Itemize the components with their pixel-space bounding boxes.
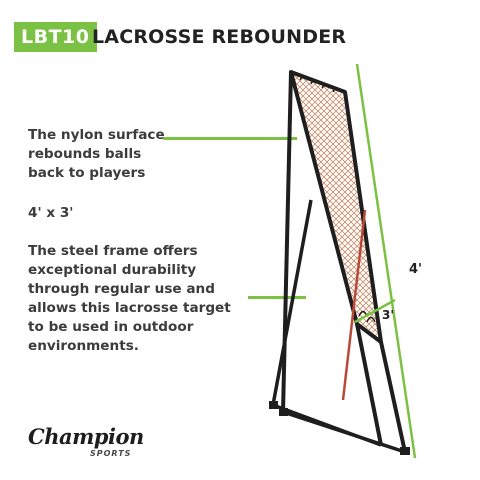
foot xyxy=(279,408,288,416)
brand-sub: SPORTS xyxy=(90,449,132,458)
front-leg-right-2 xyxy=(379,341,407,453)
brand-logo: Champion SPORTS xyxy=(28,424,148,464)
feature-frame-text: The steel frame offers exceptional durab… xyxy=(28,243,231,354)
product-title: LACROSSE REBOUNDER xyxy=(92,26,347,48)
width-dimension-label: 3' xyxy=(382,308,395,322)
front-leg-left xyxy=(281,71,293,413)
height-dimension-label: 4' xyxy=(409,262,423,277)
net-surface xyxy=(293,74,379,338)
model-badge: LBT10 xyxy=(14,22,97,52)
foot xyxy=(400,447,410,455)
dimension-line-height xyxy=(355,63,417,459)
front-leg-right xyxy=(355,323,383,446)
brand-name: Champion xyxy=(28,424,144,449)
rebounder-image xyxy=(269,63,417,459)
rear-support-strap xyxy=(341,209,367,401)
callout-line-surface xyxy=(163,137,297,140)
dimension-line-width xyxy=(354,298,396,324)
feature-size-text: 4' x 3' xyxy=(28,205,74,221)
rear-support-left xyxy=(271,199,313,406)
foot xyxy=(269,401,278,409)
callout-line-frame xyxy=(248,296,306,299)
base-bar-2 xyxy=(282,410,406,454)
feature-surface-text: The nylon surface rebounds balls back to… xyxy=(28,127,165,181)
